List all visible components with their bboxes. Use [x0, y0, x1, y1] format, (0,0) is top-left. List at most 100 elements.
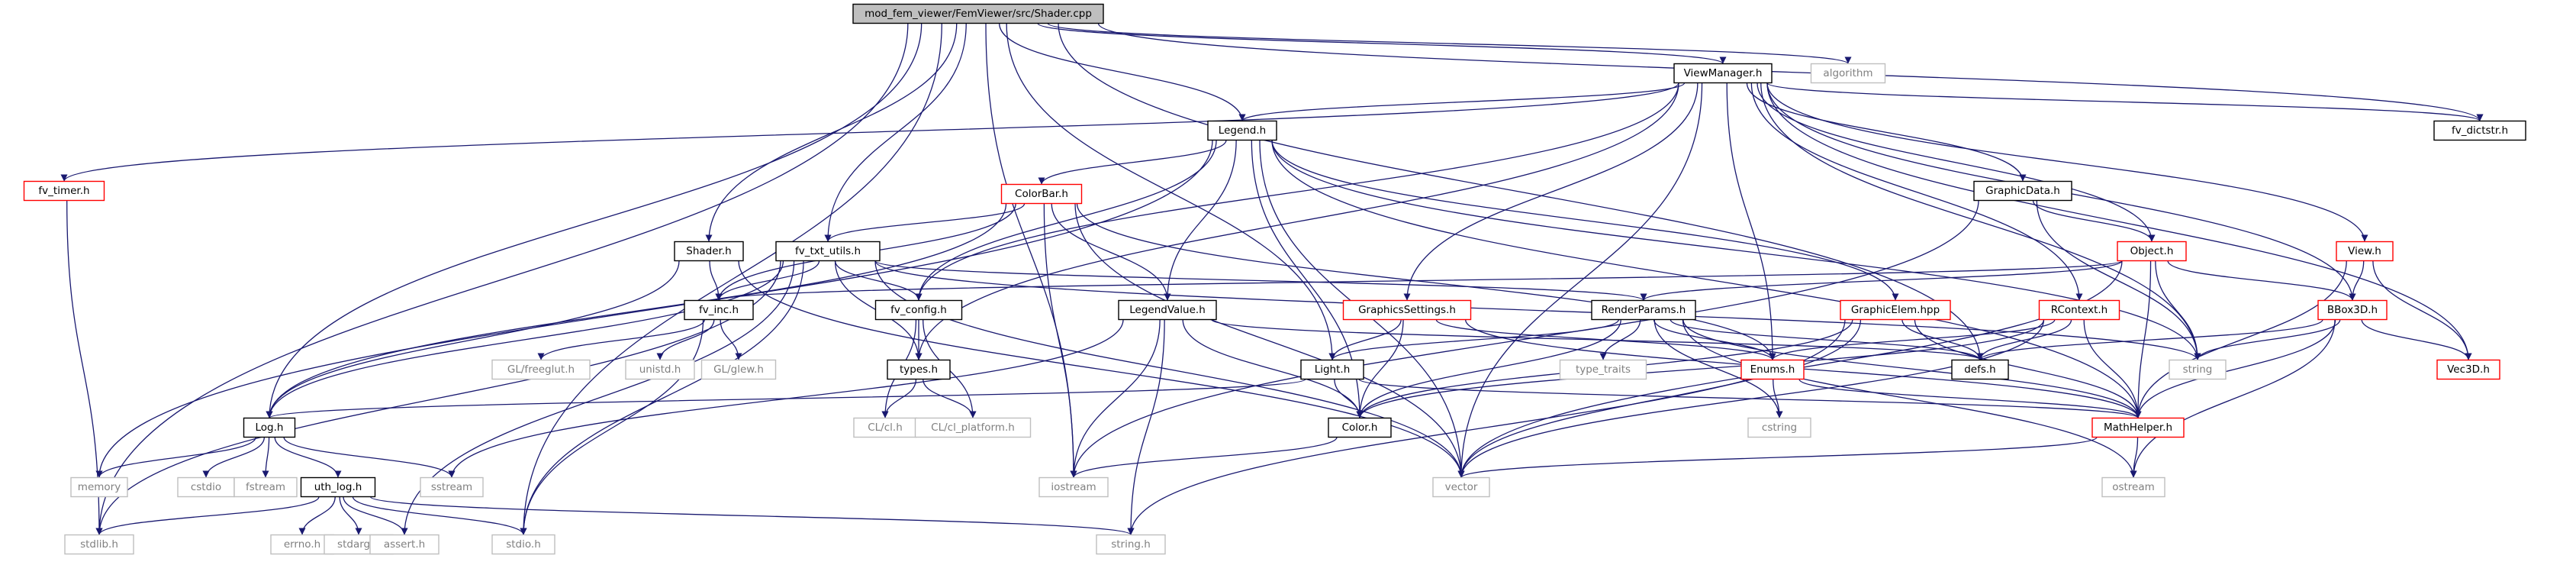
node-label: GraphicsSettings.h	[1358, 304, 1456, 316]
edge-fv-txt-utils-h-to-renderparams-h	[874, 260, 1647, 302]
edge-graphicelem-hpp-to-mathhelper-h	[1914, 319, 2142, 418]
node-types-h[interactable]: types.h	[887, 359, 951, 380]
edge-arrow	[60, 82, 1679, 182]
node-label: GL/freeglut.h	[507, 363, 575, 376]
edge-arrow	[2130, 319, 2336, 478]
node-box	[1000, 183, 1083, 205]
edge-arrow	[1074, 203, 1465, 478]
edge-arrow	[1769, 319, 2056, 360]
node-cstdio: cstdio	[177, 476, 235, 498]
node-graphicelem-hpp[interactable]: GraphicElem.hpp	[1840, 299, 1951, 321]
node-fv-config-h[interactable]: fv_config.h	[874, 299, 963, 321]
edge-arrow	[1164, 140, 1237, 301]
edge-arrow	[2361, 319, 2472, 360]
node-label: string.h	[1111, 538, 1151, 551]
edge-log-h-to-memory	[95, 437, 256, 478]
node-label: assert.h	[384, 538, 425, 551]
edge-viewmanager-h-to-types-h	[915, 82, 1679, 360]
edge-light-h-to-mathhelper-h	[1358, 378, 2142, 419]
edge-view-h-to-mathhelper-h	[2134, 260, 2347, 418]
edge-arrow	[1746, 82, 2027, 182]
node-renderparams-h[interactable]: RenderParams.h	[1591, 299, 1696, 321]
node-box	[369, 534, 440, 555]
edge-legendvalue-h-to-string-h	[1127, 319, 1165, 535]
node-shader-h[interactable]: Shader.h	[674, 241, 744, 262]
node-errno-h: errno.h	[270, 534, 334, 555]
edge-arrow	[738, 260, 1465, 478]
node-box	[64, 534, 134, 555]
edge-shader-h-to-log-h	[266, 260, 680, 418]
node-enums-h[interactable]: Enums.h	[1740, 359, 1805, 380]
edge-arrow	[95, 140, 1213, 478]
node-log-h[interactable]: Log.h	[243, 417, 296, 438]
node-fv-txt-utils-h[interactable]: fv_txt_utils.h	[775, 241, 881, 262]
node-fv-inc-h[interactable]: fv_inc.h	[684, 299, 754, 321]
edge-color-h-to-iostream	[1070, 437, 1338, 478]
node-rcontext-h[interactable]: RContext.h	[2038, 299, 2120, 321]
node-mathhelper-h[interactable]: MathHelper.h	[2091, 417, 2185, 438]
edge-arrow	[1097, 23, 2484, 121]
edge-rcontext-h-to-enums-h	[1769, 319, 2056, 360]
node-bbox3d-h[interactable]: BBox3D.h	[2317, 299, 2388, 321]
node-string: string	[2169, 359, 2227, 380]
edge-fv-txt-utils-h-to-fv-inc-h	[715, 260, 820, 301]
node-fv-dictstr-h[interactable]: fv_dictstr.h	[2433, 120, 2526, 141]
node-label: LegendValue.h	[1129, 304, 1206, 316]
edge-fv-inc-h-to-glglew-h	[720, 319, 742, 360]
node-box	[2038, 299, 2120, 321]
node-label: iostream	[1051, 481, 1096, 493]
edge-arrow	[343, 496, 408, 535]
node-fv-timer-h[interactable]: fv_timer.h	[23, 180, 105, 202]
node-colorbar-h[interactable]: ColorBar.h	[1000, 183, 1083, 205]
node-box	[684, 299, 754, 321]
edge-arrow	[266, 260, 680, 418]
node-label: stdlib.h	[80, 538, 118, 551]
node-legend-h[interactable]: Legend.h	[1207, 120, 1277, 141]
node-vec3d-h[interactable]: Vec3D.h	[2436, 359, 2500, 380]
edge-arrow	[1682, 319, 2137, 478]
node-viewmanager-h[interactable]: ViewManager.h	[1673, 63, 1773, 84]
node-label: Vec3D.h	[2447, 363, 2490, 376]
edge-arrow	[1271, 140, 1899, 301]
node-color-h[interactable]: Color.h	[1328, 417, 1392, 438]
edge-shader-h-to-fv-inc-h	[709, 260, 723, 301]
edge-legend-h-to-legendvalue-h	[1164, 140, 1237, 301]
node-view-h[interactable]: View.h	[2336, 241, 2394, 262]
edge-arrow	[283, 437, 456, 478]
node-legendvalue-h[interactable]: LegendValue.h	[1118, 299, 1217, 321]
edge-bbox3d-h-to-defs-h	[1976, 319, 2323, 360]
node-box	[775, 241, 881, 262]
node-box	[2169, 359, 2227, 380]
edge-arrow	[720, 319, 742, 360]
node-label: Light.h	[1315, 363, 1351, 376]
edge-uth-log-h-to-stdarg-h	[339, 496, 362, 535]
node-graphicssettings-h[interactable]: GraphicsSettings.h	[1342, 299, 1472, 321]
node-label: GraphicElem.hpp	[1851, 304, 1940, 316]
edge-legend-h-to-graphicelem-hpp	[1271, 140, 1899, 301]
edge-arrow	[1127, 319, 1165, 535]
edge-viewmanager-h-to-view-h	[1766, 82, 2368, 242]
node-light-h[interactable]: Light.h	[1300, 359, 1364, 380]
node-box	[243, 417, 296, 438]
edge-viewmanager-h-to-string	[1760, 82, 2201, 360]
edge-arrow	[1043, 203, 1077, 478]
edge-arrow	[1182, 319, 1364, 418]
edge-rcontext-h-to-defs-h	[1976, 319, 2072, 360]
edge-shader-cpp-to-algorithm	[1047, 22, 1852, 65]
node-uth-log-h[interactable]: uth_log.h	[300, 476, 376, 498]
node-defs-h[interactable]: defs.h	[1951, 359, 2009, 380]
edge-uth-log-h-to-stdlib-h	[95, 496, 320, 535]
node-algorithm: algorithm	[1810, 63, 1886, 84]
node-box	[233, 476, 298, 498]
node-sstream: sstream	[420, 476, 484, 498]
edge-graphicdata-h-to-iostream	[1070, 200, 1979, 478]
node-label: stdarg.h	[337, 538, 380, 551]
node-label: errno.h	[284, 538, 320, 551]
node-label: CL/cl.h	[868, 422, 903, 434]
node-object-h[interactable]: Object.h	[2117, 241, 2187, 262]
node-type-traits: type_traits	[1559, 359, 1647, 380]
node-shader-cpp[interactable]: mod_fem_viewer/FemViewer/src/Shader.cpp	[852, 3, 1104, 24]
node-label: GL/glew.h	[713, 363, 764, 376]
edge-renderparams-h-to-cstring	[1653, 319, 1783, 418]
node-graphicdata-h[interactable]: GraphicData.h	[1973, 180, 2072, 202]
